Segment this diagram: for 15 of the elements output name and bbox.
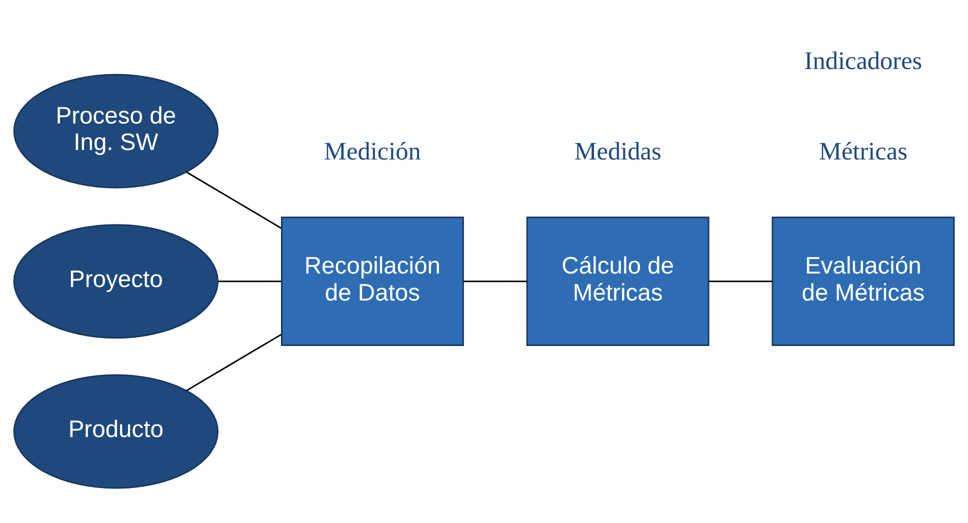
label: Medición xyxy=(324,137,421,166)
node-box: Recopilación de Datos xyxy=(281,216,464,346)
connector xyxy=(186,171,282,228)
node-box: Evaluación de Métricas xyxy=(772,216,955,346)
node-ellipse: Producto xyxy=(13,374,219,488)
node-ellipse: Proyecto xyxy=(13,224,219,338)
node-box: Cálculo de Métricas xyxy=(526,216,710,346)
connector xyxy=(708,280,772,282)
label: Indicadores xyxy=(804,46,922,74)
connector xyxy=(464,280,527,282)
label: Medidas xyxy=(574,137,662,166)
node-ellipse: Proceso de Ing. SW xyxy=(13,73,219,188)
connector xyxy=(186,333,282,391)
label: Métricas xyxy=(819,137,908,166)
connector xyxy=(218,280,282,282)
